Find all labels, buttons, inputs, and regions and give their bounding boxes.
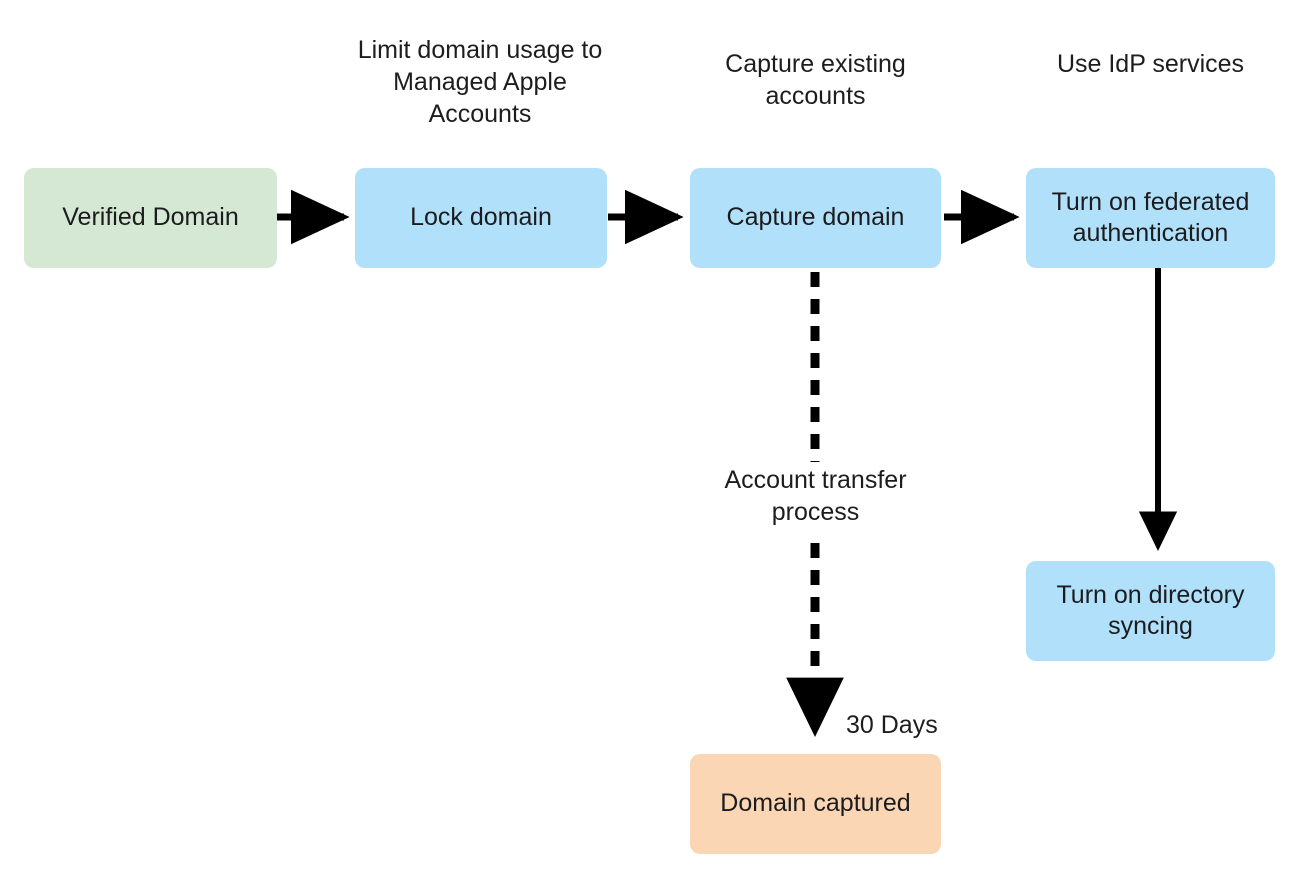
- caption-capture-domain: Capture existing accounts: [725, 50, 906, 110]
- caption-federated-auth: Use IdP services: [1056, 50, 1245, 78]
- node-lock-domain[interactable]: Lock domain: [355, 168, 607, 268]
- edge-label-30-days: 30 Days: [846, 711, 938, 739]
- node-capture-domain[interactable]: Capture domain: [690, 168, 941, 268]
- node-verified-domain[interactable]: Verified Domain: [24, 168, 277, 268]
- node-domain-captured[interactable]: Domain captured: [690, 754, 941, 854]
- edge-label-account-transfer-process: Account transfer process: [724, 466, 907, 526]
- node-turn-on-federated-authentication[interactable]: Turn on federated authentication: [1026, 168, 1275, 268]
- node-turn-on-directory-syncing[interactable]: Turn on directory syncing: [1026, 561, 1275, 661]
- caption-lock-domain: Limit domain usage to Managed Apple Acco…: [357, 36, 603, 128]
